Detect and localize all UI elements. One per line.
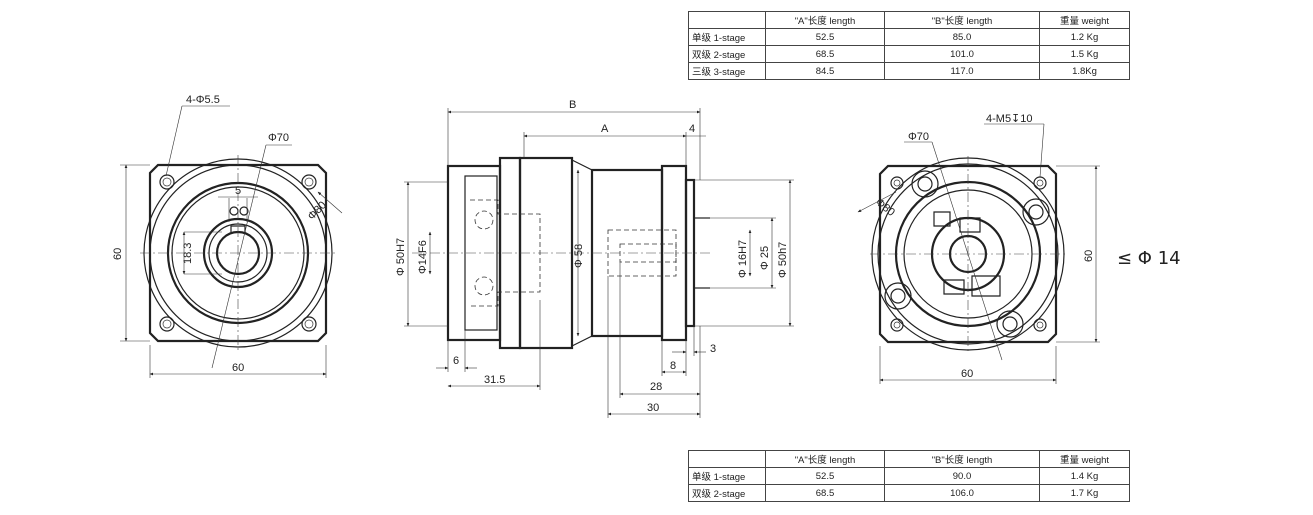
table-cell: 85.0 bbox=[884, 28, 1040, 46]
left-pcd-label: Φ70 bbox=[268, 132, 289, 144]
table-cell: 双级 2-stage bbox=[688, 484, 766, 502]
table-cell: 101.0 bbox=[884, 45, 1040, 63]
table-cell: 双级 2-stage bbox=[688, 45, 766, 63]
table-cell: 1.5 Kg bbox=[1039, 45, 1130, 63]
table-header-cell: 重量 weight bbox=[1039, 11, 1130, 29]
right-tapped-label: 4-M5↧10 bbox=[986, 113, 1033, 125]
table-row: 双级 2-stage 68.5 106.0 1.7 Kg bbox=[688, 484, 1130, 502]
side-shaft-in-label: Φ14F6 bbox=[417, 240, 429, 274]
table-row: 单级 1-stage 52.5 90.0 1.4 Kg bbox=[688, 467, 1130, 485]
left-end-view bbox=[120, 105, 343, 378]
table-cell: 52.5 bbox=[765, 467, 885, 485]
table-header-cell: "A"长度 length bbox=[765, 11, 885, 29]
right-end-view bbox=[857, 123, 1100, 384]
side-31-5-label: 31.5 bbox=[484, 374, 505, 386]
spec-table-top: "A"长度 length "B"长度 length 重量 weight 单级 1… bbox=[688, 11, 1130, 80]
table-row: 单级 1-stage 52.5 85.0 1.2 Kg bbox=[688, 28, 1130, 46]
table-cell: 68.5 bbox=[765, 484, 885, 502]
table-cell: 1.4 Kg bbox=[1039, 467, 1130, 485]
side-6-label: 6 bbox=[453, 355, 459, 367]
table-cell: 84.5 bbox=[765, 62, 885, 80]
table-header-row: "A"长度 length "B"长度 length 重量 weight bbox=[688, 450, 1130, 468]
right-width-label: 60 bbox=[961, 368, 973, 380]
spec-table-bottom: "A"长度 length "B"长度 length 重量 weight 单级 1… bbox=[688, 450, 1130, 502]
table-cell: 1.7 Kg bbox=[1039, 484, 1130, 502]
side-28-label: 28 bbox=[650, 381, 662, 393]
table-header-row: "A"长度 length "B"长度 length 重量 weight bbox=[688, 11, 1130, 29]
table-header-cell: "B"长度 length bbox=[884, 11, 1040, 29]
left-key-width-label: 5 bbox=[235, 185, 241, 197]
table-cell: 52.5 bbox=[765, 28, 885, 46]
side-8-label: 8 bbox=[670, 360, 676, 372]
table-cell: 106.0 bbox=[884, 484, 1040, 502]
side-boss-label: Φ 25 bbox=[759, 246, 771, 270]
table-header-cell: "B"长度 length bbox=[884, 450, 1040, 468]
table-cell: 单级 1-stage bbox=[688, 467, 766, 485]
side-view bbox=[404, 108, 794, 418]
table-header-cell bbox=[688, 450, 766, 468]
table-cell: 单级 1-stage bbox=[688, 28, 766, 46]
side-3-label: 3 bbox=[710, 343, 716, 355]
table-header-cell bbox=[688, 11, 766, 29]
right-pcd-label: Φ70 bbox=[908, 131, 929, 143]
left-width-label: 60 bbox=[232, 362, 244, 374]
table-cell: 68.5 bbox=[765, 45, 885, 63]
table-header-cell: 重量 weight bbox=[1039, 450, 1130, 468]
side-body-label: Φ 58 bbox=[573, 244, 585, 268]
table-header-cell: "A"长度 length bbox=[765, 450, 885, 468]
side-pilot-in-label: Φ 50H7 bbox=[395, 238, 407, 276]
left-key-height-label: 18.3 bbox=[182, 243, 194, 264]
left-height-label: 60 bbox=[112, 248, 124, 260]
right-height-label: 60 bbox=[1083, 250, 1095, 262]
table-cell: 三级 3-stage bbox=[688, 62, 766, 80]
side-a-label: A bbox=[601, 123, 609, 135]
table-row: 双级 2-stage 68.5 101.0 1.5 Kg bbox=[688, 45, 1130, 63]
table-cell: 1.2 Kg bbox=[1039, 28, 1130, 46]
table-cell: 90.0 bbox=[884, 467, 1040, 485]
table-cell: 1.8Kg bbox=[1039, 62, 1130, 80]
table-row: 三级 3-stage 84.5 117.0 1.8Kg bbox=[688, 62, 1130, 80]
table-cell: 117.0 bbox=[884, 62, 1040, 80]
right-diameter-label: Φ80 bbox=[873, 196, 897, 219]
side-gap-label: 4 bbox=[689, 123, 695, 135]
max-input-label: ≤ Φ 14 bbox=[1117, 248, 1181, 269]
side-shaft-out-label: Φ 16H7 bbox=[737, 240, 749, 278]
left-holes-label: 4-Φ5.5 bbox=[186, 94, 220, 106]
side-b-label: B bbox=[569, 99, 576, 111]
side-pilot-out-label: Φ 50h7 bbox=[777, 242, 789, 278]
side-30-label: 30 bbox=[647, 402, 659, 414]
